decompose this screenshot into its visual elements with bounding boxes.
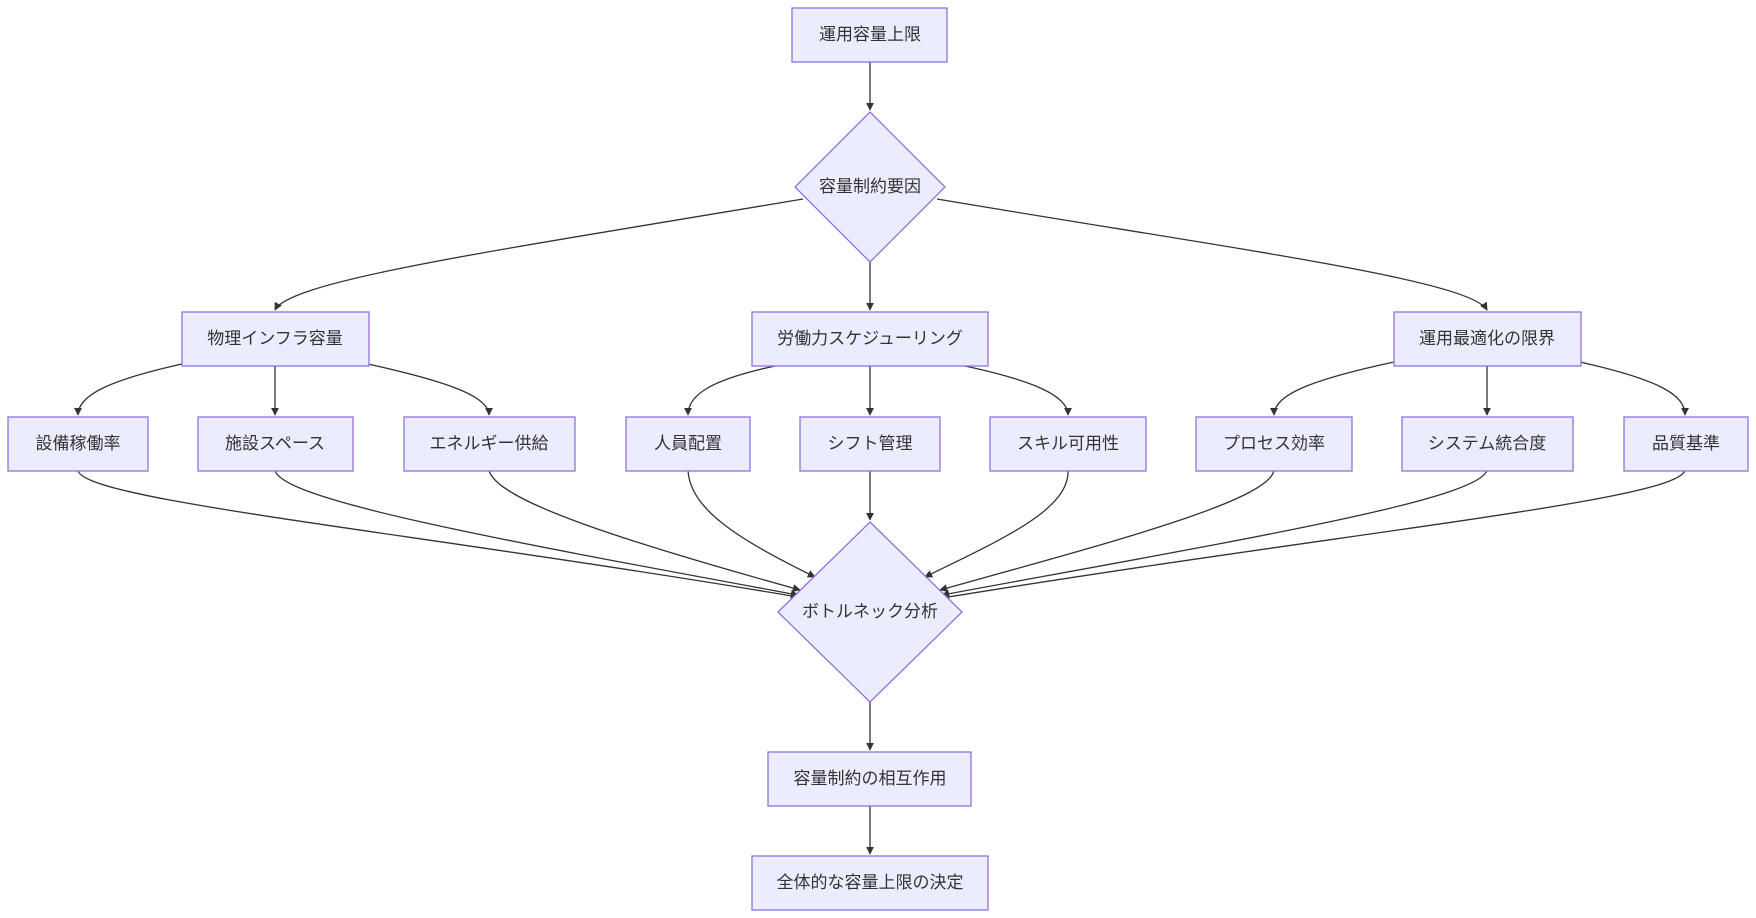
node-equipment-utilization: 設備稼働率 [7,416,149,472]
node-constraint-interaction-label: 容量制約の相互作用 [794,769,947,789]
node-constraint-factors-label: 容量制約要因 [819,177,921,197]
node-upper-limit-label: 運用容量上限 [819,25,921,45]
edge-skill-availability-to-bottleneck [924,469,1069,578]
node-process-efficiency-label: プロセス効率 [1223,434,1325,454]
edge-physical-infra-to-energy-supply [367,363,493,416]
node-upper-limit-box [791,7,948,63]
node-quality-standards: 品質基準 [1623,416,1749,472]
node-bottleneck-analysis-label: ボトルネック分析 [802,602,938,622]
edge-labor-scheduling-to-skill-availability [964,365,1072,416]
node-physical-infra: 物理インフラ容量 [181,311,370,367]
edge-constraint-factors-to-physical-infra [274,198,804,311]
node-system-integration-box [1401,416,1574,472]
node-operational-limits-label: 運用最適化の限界 [1419,329,1555,349]
edge-constraint-factors-to-operational-limits [936,198,1488,311]
node-physical-infra-label: 物理インフラ容量 [207,329,343,349]
node-energy-supply-box [403,416,576,472]
node-equipment-utilization-label: 設備稼働率 [36,434,121,454]
node-constraint-interaction-box [767,751,972,807]
node-facility-space-box [197,416,354,472]
node-skill-availability-box [989,416,1147,472]
node-energy-supply-label: エネルギー供給 [430,434,549,454]
node-physical-infra-box [181,311,370,367]
node-constraint-interaction: 容量制約の相互作用 [767,751,972,807]
edge-staffing-to-bottleneck [687,469,816,578]
edge-quality-standards-to-bottleneck [941,469,1686,601]
node-process-efficiency-box [1195,416,1353,472]
node-skill-availability-label: スキル可用性 [1017,434,1119,454]
edge-operational-limits-to-quality-standards [1579,361,1689,416]
node-overall-determination: 全体的な容量上限の決定 [751,855,989,911]
node-process-efficiency: プロセス効率 [1195,416,1353,472]
node-quality-standards-label: 品質基準 [1652,434,1720,454]
edge-system-integration-to-bottleneck [941,469,1488,598]
edge-operational-limits-to-process-efficiency [1270,361,1395,416]
node-shift-management: シフト管理 [799,416,941,472]
node-system-integration: システム統合度 [1401,416,1574,472]
node-overall-determination-label: 全体的な容量上限の決定 [777,873,964,893]
node-upper-limit: 運用容量上限 [791,7,948,63]
edge-labor-scheduling-to-staffing [684,365,776,416]
node-system-integration-label: システム統合度 [1428,434,1547,454]
edge-energy-supply-to-bottleneck [488,469,801,592]
node-bottleneck-analysis: ボトルネック分析 [777,521,963,703]
node-constraint-factors-shape [794,111,946,263]
node-shift-management-box [799,416,941,472]
edge-physical-infra-to-equipment-utilization [74,363,183,416]
node-facility-space-label: 施設スペース [225,434,325,454]
node-labor-scheduling-label: 労働力スケジューリング [777,329,963,349]
node-quality-standards-box [1623,416,1749,472]
node-staffing-box [625,416,751,472]
node-operational-limits: 運用最適化の限界 [1393,311,1582,367]
node-bottleneck-analysis-shape [777,521,963,703]
node-operational-limits-box [1393,311,1582,367]
edge-process-efficiency-to-bottleneck [939,469,1275,592]
edge-equipment-utilization-to-bottleneck [77,469,799,600]
node-staffing: 人員配置 [625,416,751,472]
node-facility-space: 施設スペース [197,416,354,472]
edges [74,62,1689,855]
node-energy-supply: エネルギー供給 [403,416,576,472]
edge-facility-space-to-bottleneck [274,469,799,598]
node-shift-management-label: シフト管理 [828,434,913,454]
node-overall-determination-box [751,855,989,911]
node-constraint-factors: 容量制約要因 [794,111,946,263]
node-staffing-label: 人員配置 [654,434,722,454]
node-labor-scheduling-box [751,311,989,367]
node-equipment-utilization-box [7,416,149,472]
node-skill-availability: スキル可用性 [989,416,1147,472]
node-labor-scheduling: 労働力スケジューリング [751,311,989,367]
